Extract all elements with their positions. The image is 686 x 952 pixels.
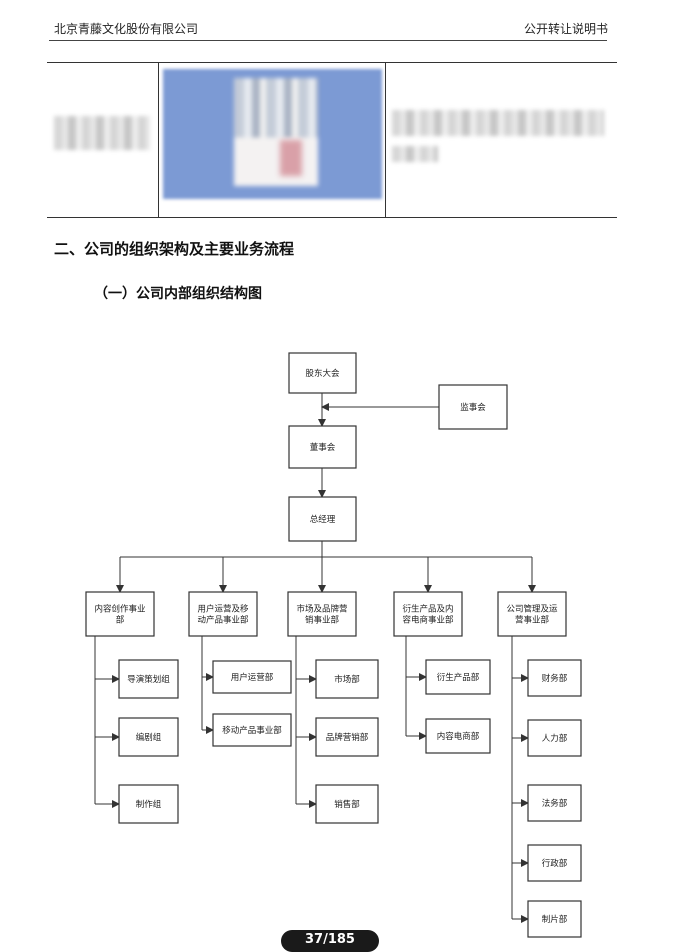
subsection-title: （一）公司内部组织结构图 xyxy=(94,286,262,302)
node-division-5-label: 营事业部 xyxy=(515,615,550,626)
node-department-label: 制作组 xyxy=(136,799,162,810)
node-division-4-label: 衍生产品及内 xyxy=(402,604,453,615)
node-department: 导演策划组 xyxy=(118,659,179,699)
section-title: 二、公司的组织架构及主要业务流程 xyxy=(54,240,295,258)
node-supervisory-board-label: 监事会 xyxy=(460,402,486,413)
node-department: 用户运营部 xyxy=(212,660,292,694)
node-department-label: 制片部 xyxy=(542,914,568,925)
node-department: 品牌营销部 xyxy=(315,717,379,757)
node-department: 编剧组 xyxy=(118,717,179,757)
header-rule xyxy=(49,40,607,41)
header-company-name: 北京青藤文化股份有限公司 xyxy=(54,22,199,36)
node-general-manager-label: 总经理 xyxy=(310,514,336,525)
node-department-label: 行政部 xyxy=(542,858,568,869)
node-department-label: 市场部 xyxy=(334,674,360,685)
blurred-cell-text-left xyxy=(54,116,150,150)
node-shareholders-meeting-label: 股东大会 xyxy=(305,368,340,379)
node-division-2-label: 动产品事业部 xyxy=(197,615,249,626)
node-division-5-label: 公司管理及运 xyxy=(506,604,558,615)
node-division-3-label: 销事业部 xyxy=(305,615,340,626)
node-supervisory-board: 监事会 xyxy=(438,384,508,430)
node-division-4-label: 容电商事业部 xyxy=(402,615,454,626)
node-department-label: 财务部 xyxy=(542,673,568,684)
node-department: 制作组 xyxy=(118,784,179,824)
node-division-1-label: 部 xyxy=(116,615,125,626)
node-department: 法务部 xyxy=(527,784,582,822)
table-divider-right xyxy=(385,62,386,218)
table-bottom-border xyxy=(47,217,617,218)
node-department: 制片部 xyxy=(527,900,582,938)
node-department: 衍生产品部 xyxy=(425,659,491,695)
node-department-label: 品牌营销部 xyxy=(326,732,369,743)
node-division-1-label: 内容创作事业 xyxy=(94,604,145,615)
node-department: 内容电商部 xyxy=(425,718,491,754)
blurred-photo-detail xyxy=(234,78,318,186)
node-department-label: 导演策划组 xyxy=(127,674,170,685)
node-department: 行政部 xyxy=(527,844,582,882)
blurred-cell-text-right-1 xyxy=(392,110,604,136)
node-department-label: 内容电商部 xyxy=(437,731,480,742)
page-number: 37/185 xyxy=(281,930,379,952)
node-department-label: 人力部 xyxy=(542,733,568,744)
blurred-photo-spot xyxy=(280,140,302,176)
node-department: 销售部 xyxy=(315,784,379,824)
node-department-label: 用户运营部 xyxy=(231,672,274,683)
node-board-of-directors: 董事会 xyxy=(288,425,357,469)
table-top-border xyxy=(47,62,617,63)
node-shareholders-meeting: 股东大会 xyxy=(288,352,357,394)
node-board-of-directors-label: 董事会 xyxy=(310,442,336,453)
node-general-manager: 总经理 xyxy=(288,496,357,542)
table-divider-left xyxy=(158,62,159,218)
node-division-3-label: 市场及品牌营 xyxy=(296,604,347,615)
node-department: 移动产品事业部 xyxy=(212,713,292,747)
node-department-label: 移动产品事业部 xyxy=(222,725,282,736)
node-department: 人力部 xyxy=(527,719,582,757)
node-division-2-label: 用户运营及移 xyxy=(197,604,249,615)
node-department-label: 编剧组 xyxy=(136,732,162,743)
node-department-label: 衍生产品部 xyxy=(437,672,480,683)
node-department-label: 销售部 xyxy=(334,799,360,810)
blurred-cell-text-right-2 xyxy=(392,146,438,162)
node-department: 财务部 xyxy=(527,659,582,697)
node-department: 市场部 xyxy=(315,659,379,699)
header-document-title: 公开转让说明书 xyxy=(523,22,608,36)
node-department-label: 法务部 xyxy=(542,798,568,809)
